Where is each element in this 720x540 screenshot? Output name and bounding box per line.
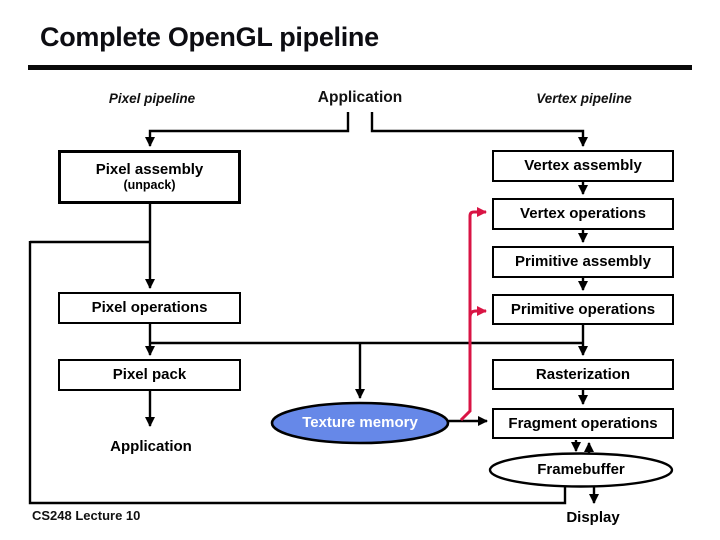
red-arrow-texture-to-vertex-operations	[459, 207, 487, 422]
line-framebuffer-feedback-rail	[28, 241, 567, 505]
node-pixel-assembly: Pixel assembly (unpack)	[58, 150, 241, 204]
node-pixel-operations-label: Pixel operations	[91, 299, 208, 317]
red-arrow-texture-to-primitive-operations	[468, 306, 487, 318]
title-divider	[28, 65, 692, 70]
node-fragment-operations: Fragment operations	[492, 408, 674, 439]
column-header-vertex-pipeline: Vertex pipeline	[536, 91, 632, 106]
slide-footer: CS248 Lecture 10	[32, 508, 141, 523]
arrow-application-to-pixel-assembly	[145, 112, 350, 147]
node-pixel-assembly-sublabel: (unpack)	[123, 178, 176, 193]
node-rasterization: Rasterization	[492, 359, 674, 390]
node-primitive-assembly-label: Primitive assembly	[515, 253, 651, 271]
node-pixel-pack-label: Pixel pack	[112, 366, 187, 384]
column-header-pixel-pipeline: Pixel pipeline	[108, 91, 196, 106]
node-framebuffer-label: Framebuffer	[537, 461, 625, 478]
node-primitive-operations: Primitive operations	[492, 294, 674, 325]
node-primitive-operations-label: Primitive operations	[510, 300, 656, 318]
node-rasterization-label: Rasterization	[535, 365, 631, 383]
node-primitive-assembly: Primitive assembly	[492, 246, 674, 278]
node-pixel-pack: Pixel pack	[58, 359, 241, 391]
column-header-application: Application	[317, 89, 403, 106]
node-vertex-assembly: Vertex assembly	[492, 150, 674, 182]
node-texture-memory-label: Texture memory	[302, 414, 418, 431]
arrow-application-to-vertex-assembly	[370, 112, 588, 147]
node-display-label: Display	[566, 509, 620, 526]
node-pixel-assembly-label: Pixel assembly	[95, 161, 204, 179]
texture-memory-ellipse	[270, 401, 450, 445]
framebuffer-ellipse	[488, 452, 674, 488]
node-vertex-operations: Vertex operations	[492, 198, 674, 230]
node-application-end-label: Application	[110, 438, 192, 455]
slide-title: Complete OpenGL pipeline	[40, 22, 379, 52]
node-vertex-operations-label: Vertex operations	[520, 205, 646, 223]
node-pixel-operations: Pixel operations	[58, 292, 241, 324]
node-vertex-assembly-label: Vertex assembly	[524, 157, 642, 175]
node-fragment-operations-label: Fragment operations	[508, 414, 658, 432]
